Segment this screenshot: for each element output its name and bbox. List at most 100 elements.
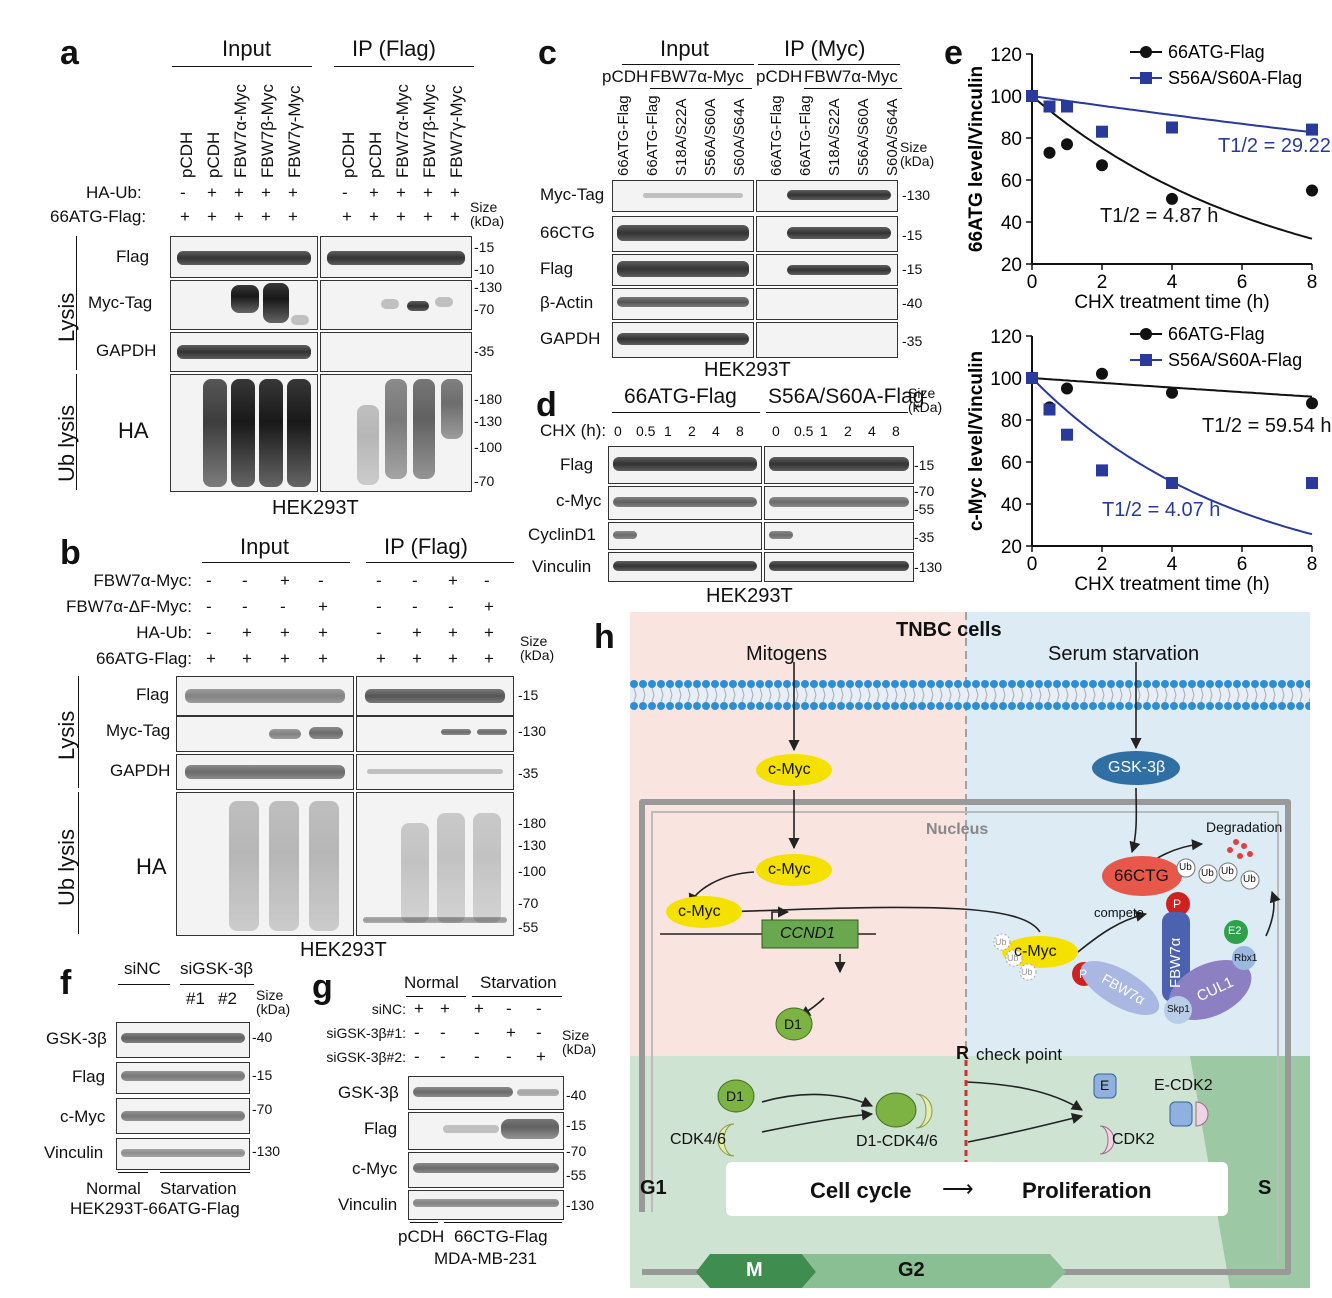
- h-cdk46: CDK4/6: [670, 1131, 727, 1148]
- f-marker: -70: [252, 1101, 273, 1117]
- f-blot-flag: [116, 1062, 250, 1094]
- b-marker: -55: [518, 919, 539, 935]
- h-cmyc: c-Myc: [1014, 943, 1057, 960]
- a-input-rule: [172, 66, 312, 67]
- g-sign: +: [440, 999, 450, 1018]
- a-size-label: Size (kDa): [470, 199, 505, 229]
- half-life-label: T1/2 = 29.22 h: [1218, 135, 1332, 157]
- x-tick-label: 4: [1167, 272, 1178, 293]
- b-sign: -: [484, 571, 490, 590]
- g-sign: -: [440, 1047, 446, 1066]
- a-sign: +: [180, 207, 190, 226]
- f-bottom-rule: [160, 1172, 250, 1173]
- a-sign: +: [423, 207, 433, 226]
- legend-marker: [1140, 354, 1152, 366]
- g-row-name: siGSK-3β#2:: [326, 1049, 406, 1065]
- g-sign: -: [536, 999, 542, 1018]
- d-marker: -130: [914, 559, 943, 575]
- fit-curve: [1031, 95, 1313, 240]
- y-tick-label: 40: [1001, 495, 1022, 516]
- f-marker: -40: [252, 1029, 273, 1045]
- g-marker: -55: [566, 1167, 587, 1183]
- b-blot-flag-ip: [356, 676, 514, 716]
- a-lane-label: FBW7γ-Myc: [447, 85, 466, 178]
- b-row-name: 66ATG-Flag:: [95, 649, 192, 668]
- c-group-fbw: FBW7α-Myc: [804, 67, 898, 86]
- b-input-header: Input: [240, 534, 289, 559]
- g-marker: -130: [566, 1197, 595, 1213]
- h-gsk: GSK-3β: [1108, 759, 1166, 776]
- panel-d-label: d: [536, 386, 557, 424]
- b-sign: +: [318, 597, 328, 616]
- f-blot-name: Flag: [72, 1067, 106, 1086]
- b-sign: -: [376, 571, 382, 590]
- a-marker: -100: [474, 439, 503, 455]
- h-mitogens: Mitogens: [746, 643, 828, 665]
- g-group1: Normal: [404, 973, 459, 992]
- d-time: 0.5: [636, 423, 656, 439]
- a-marker: -15: [474, 239, 495, 255]
- x-tick-label: 4: [1167, 554, 1178, 575]
- a-sign: +: [450, 207, 460, 226]
- c-group-pcdh: pCDH: [602, 67, 649, 86]
- g-blot-gsk: [408, 1076, 564, 1110]
- g-sign: -: [474, 1047, 480, 1066]
- a-sign: +: [288, 207, 298, 226]
- b-blot-name: HA: [136, 854, 167, 879]
- d-time: 8: [892, 423, 900, 439]
- c-lane-label: S60A/S64A: [884, 98, 901, 176]
- b-sign: +: [242, 649, 252, 668]
- data-point: [1096, 367, 1108, 380]
- b-row-name: FBW7α-Myc:: [93, 571, 192, 590]
- d-time: 1: [664, 423, 672, 439]
- d-chx-label: CHX (h):: [540, 421, 607, 440]
- h-fbw: FBW7α: [1167, 937, 1184, 988]
- a-sign: +: [234, 183, 244, 202]
- d-blot-vinculin-2: [764, 552, 914, 582]
- d-cell-line: HEK293T: [706, 585, 793, 607]
- g-sign: +: [506, 1023, 516, 1042]
- b-marker: -35: [518, 765, 539, 781]
- c-fbw-rule: [650, 88, 752, 89]
- c-blot-actin-ip: [756, 288, 898, 320]
- g-sign: -: [474, 1023, 480, 1042]
- c-lane-label: S18A/S22A: [673, 98, 690, 176]
- a-group-ub: Ub lysis: [54, 404, 79, 482]
- d-blot-name: CyclinD1: [528, 525, 597, 544]
- b-lysis-bracket: [78, 676, 79, 788]
- f-group2: siGSK-3β: [180, 959, 254, 978]
- half-life-label: T1/2 = 59.54 h: [1202, 415, 1332, 437]
- h-ub: Ub: [1201, 868, 1214, 879]
- b-sign: +: [280, 649, 290, 668]
- f-bottom1: Normal: [86, 1179, 141, 1198]
- a-lane-label: pCDH: [204, 131, 223, 178]
- g-size-label: Size (kDa): [562, 1027, 597, 1057]
- h-cmyc: c-Myc: [768, 761, 811, 778]
- c-blot-name: GAPDH: [540, 329, 601, 348]
- a-sign: +: [369, 207, 379, 226]
- fit-curve: [1031, 95, 1313, 134]
- h-ctg: 66CTG: [1114, 866, 1169, 885]
- a-lane-label: FBW7β-Myc: [420, 84, 439, 178]
- data-point: [1166, 192, 1178, 205]
- a-lane-label: pCDH: [366, 131, 385, 178]
- f-cell-line: HEK293T-66ATG-Flag: [70, 1199, 240, 1218]
- g-sign: -: [536, 1023, 542, 1042]
- g-bottom-rule: [444, 1222, 562, 1223]
- a-sign: +: [207, 207, 217, 226]
- a-marker: -130: [474, 279, 503, 295]
- b-marker: -70: [518, 895, 539, 911]
- h-g1: G1: [640, 1177, 667, 1199]
- data-point: [1096, 159, 1108, 172]
- c-blot-myc-input: [612, 180, 754, 212]
- d-blot-vinculin-1: [608, 552, 762, 582]
- data-point: [1306, 123, 1318, 136]
- c-group-pcdh: pCDH: [756, 67, 803, 86]
- a-sign: +: [288, 183, 298, 202]
- tnbc-schematic: TNBC cells Mitogens Serum starvation c-M…: [630, 612, 1310, 1288]
- b-sign: -: [280, 597, 286, 616]
- a-blot-name: Myc-Tag: [88, 293, 153, 312]
- h-g2: G2: [898, 1259, 925, 1281]
- b-sign: +: [318, 623, 328, 642]
- y-tick-label: 100: [990, 87, 1022, 108]
